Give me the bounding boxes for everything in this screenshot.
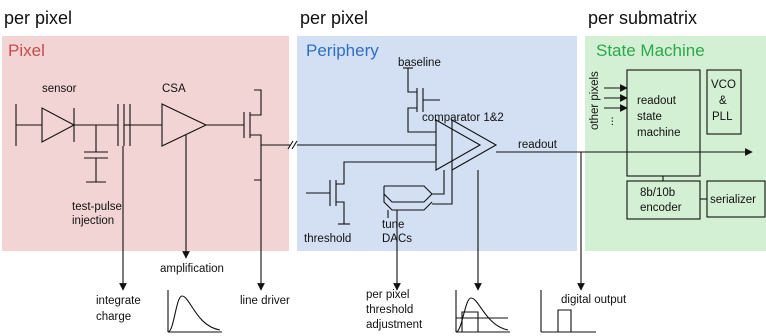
pixel-region	[2, 36, 289, 251]
readout-sm-label-2: state	[637, 111, 662, 123]
state-machine-region	[585, 36, 766, 251]
test-pulse-label: test-pulse	[72, 201, 122, 213]
vco-amp-label: &	[719, 95, 727, 107]
digital-pulse-graph	[540, 290, 596, 333]
discriminator-pulse-graph	[455, 290, 510, 333]
sensor-label: sensor	[42, 83, 77, 95]
other-pixels-dots: ...	[604, 116, 616, 126]
comparator-label: comparator 1&2	[422, 112, 504, 124]
pixel-title: Pixel	[8, 41, 45, 60]
digital-output-label: digital output	[561, 294, 627, 306]
encoder-box	[626, 180, 701, 220]
line-driver-label: line driver	[240, 295, 290, 307]
readout-sm-label-1: readout	[637, 95, 677, 107]
vco-label: VCO	[711, 79, 736, 91]
other-pixels-label: other pixels	[589, 71, 601, 130]
charge-pulse-graph	[167, 290, 222, 333]
amplification-label: amplification	[160, 263, 224, 275]
threshold-label: threshold	[304, 233, 351, 245]
heading-per-pixel-1: per pixel	[4, 8, 72, 28]
readout-sm-label-3: machine	[637, 127, 680, 139]
sensor-diode	[15, 104, 118, 146]
threshold-adj-label: threshold	[366, 304, 413, 316]
threshold-transistor	[306, 161, 436, 225]
readout-label: readout	[518, 139, 558, 151]
injection-label: injection	[72, 215, 114, 227]
other-pixels-arrows	[604, 84, 628, 112]
test-pulse-capacitor	[84, 125, 108, 183]
encoder-label-1: 8b/10b	[640, 187, 675, 199]
csa-label: CSA	[162, 83, 186, 95]
per-pixel-label: per pixel	[366, 289, 409, 301]
tune-label: tune	[382, 219, 404, 231]
baseline-transistor	[403, 67, 440, 133]
comparator	[435, 119, 498, 171]
tune-dacs	[383, 170, 453, 218]
line-driver-transistor	[243, 89, 290, 181]
integrate-label: integrate	[96, 295, 141, 307]
heading-per-pixel-2: per pixel	[300, 8, 368, 28]
serializer-box	[706, 180, 766, 218]
pll-label: PLL	[712, 111, 733, 123]
serializer-label: serializer	[710, 194, 756, 206]
csa-amplifier	[129, 103, 244, 147]
adjustment-label: adjustment	[366, 319, 423, 331]
vco-pll-box	[706, 69, 742, 135]
wire-break-mark	[287, 140, 298, 150]
charge-label: charge	[96, 311, 131, 323]
periphery-title: Periphery	[306, 41, 379, 60]
coupling-capacitor	[117, 104, 130, 146]
heading-per-submatrix: per submatrix	[588, 8, 697, 28]
encoder-label-2: encoder	[640, 202, 682, 214]
state-machine-title: State Machine	[596, 41, 705, 60]
baseline-label: baseline	[398, 57, 441, 69]
